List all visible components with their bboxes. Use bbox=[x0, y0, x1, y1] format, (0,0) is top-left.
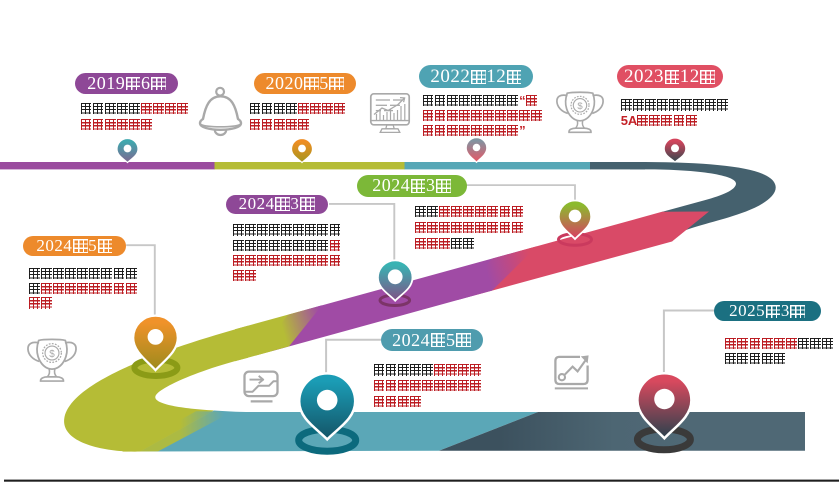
svg-text:$: $ bbox=[49, 349, 55, 360]
svg-text:$: $ bbox=[577, 101, 583, 112]
